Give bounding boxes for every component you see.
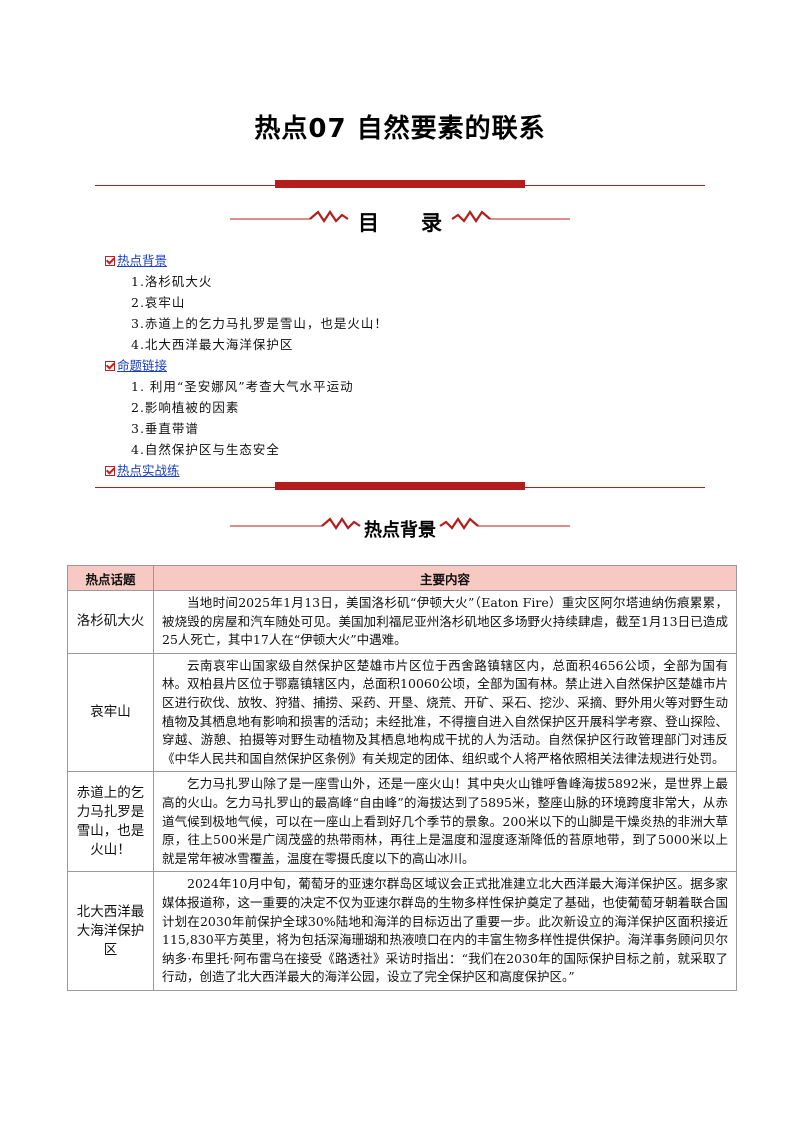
toc-link-practice[interactable]: 热点实战练: [117, 463, 180, 478]
toc-item[interactable]: 命题链接: [105, 355, 605, 376]
table-row: 哀牢山 云南哀牢山国家级自然保护区楚雄市片区位于西舍路镇辖区内，总面积4656公…: [67, 652, 737, 773]
toc-item: 4.北大西洋最大海洋保护区: [131, 337, 294, 352]
content-cell: 云南哀牢山国家级自然保护区楚雄市片区位于西舍路镇辖区内，总面积4656公顷，全部…: [153, 652, 737, 773]
banner-ornament-icon: [230, 210, 570, 223]
table-row: 北大西洋最大海洋保护区 2024年10月中旬，葡萄牙的亚速尔群岛区域议会正式批准…: [67, 871, 737, 991]
checkbox-icon: [105, 361, 115, 371]
toc-link-questions[interactable]: 命题链接: [117, 358, 168, 373]
table-row: 洛杉矶大火 当地时间2025年1月13日，美国洛杉矶“伊顿大火”（Eaton F…: [67, 590, 737, 654]
section-heading: 热点背景: [364, 520, 436, 541]
topic-cell: 赤道上的乞力马扎罗是雪山，也是火山！: [67, 771, 154, 873]
toc-item: 4.自然保护区与生态安全: [131, 442, 280, 457]
toc-link-background[interactable]: 热点背景: [117, 253, 168, 268]
topic-cell: 哀牢山: [67, 652, 154, 773]
table-header-row: 热点话题 主要内容: [67, 565, 737, 591]
toc-item[interactable]: 热点背景: [105, 250, 605, 271]
checkbox-icon: [105, 256, 115, 266]
toc-item: 1. 利用“圣安娜风”考查大气水平运动: [131, 379, 354, 394]
topic-cell: 洛杉矶大火: [67, 590, 154, 654]
column-header: 主要内容: [153, 565, 737, 591]
toc-heading: 目 录: [358, 211, 442, 235]
toc-item: 2.影响植被的因素: [131, 400, 240, 415]
checkbox-icon: [105, 466, 115, 476]
toc-item: 3.赤道上的乞力马扎罗是雪山，也是火山！: [131, 316, 388, 331]
content-cell: 当地时间2025年1月13日，美国洛杉矶“伊顿大火”（Eaton Fire）重灾…: [153, 590, 737, 654]
content-cell: 乞力马扎罗山除了是一座雪山外，还是一座火山！其中央火山锥呼鲁峰海拔5892米，是…: [153, 771, 737, 873]
topic-cell: 北大西洋最大海洋保护区: [67, 871, 154, 991]
toc-item: 2.哀牢山: [131, 295, 186, 310]
toc-item: 1.洛杉矶大火: [131, 274, 213, 289]
column-header: 热点话题: [67, 565, 154, 591]
page-title: 热点07 自然要素的联系: [254, 114, 546, 144]
content-cell: 2024年10月中旬，葡萄牙的亚速尔群岛区域议会正式批准建立北大西洋最大海洋保护…: [153, 871, 737, 991]
banner-ornament-icon: [230, 517, 570, 530]
toc-item[interactable]: 热点实战练: [105, 460, 605, 481]
toc-item: 3.垂直带谱: [131, 421, 199, 436]
hotspot-table: 热点话题 主要内容 洛杉矶大火 当地时间2025年1月13日，美国洛杉矶“伊顿大…: [67, 565, 737, 991]
toc-divider: [95, 482, 705, 494]
table-row: 赤道上的乞力马扎罗是雪山，也是火山！ 乞力马扎罗山除了是一座雪山外，还是一座火山…: [67, 771, 737, 873]
title-divider: [95, 180, 705, 192]
toc-banner: 目 录: [230, 203, 570, 237]
section-banner: 热点背景: [230, 510, 570, 544]
table-of-contents: 热点背景 1.洛杉矶大火 2.哀牢山 3.赤道上的乞力马扎罗是雪山，也是火山！ …: [105, 250, 605, 481]
